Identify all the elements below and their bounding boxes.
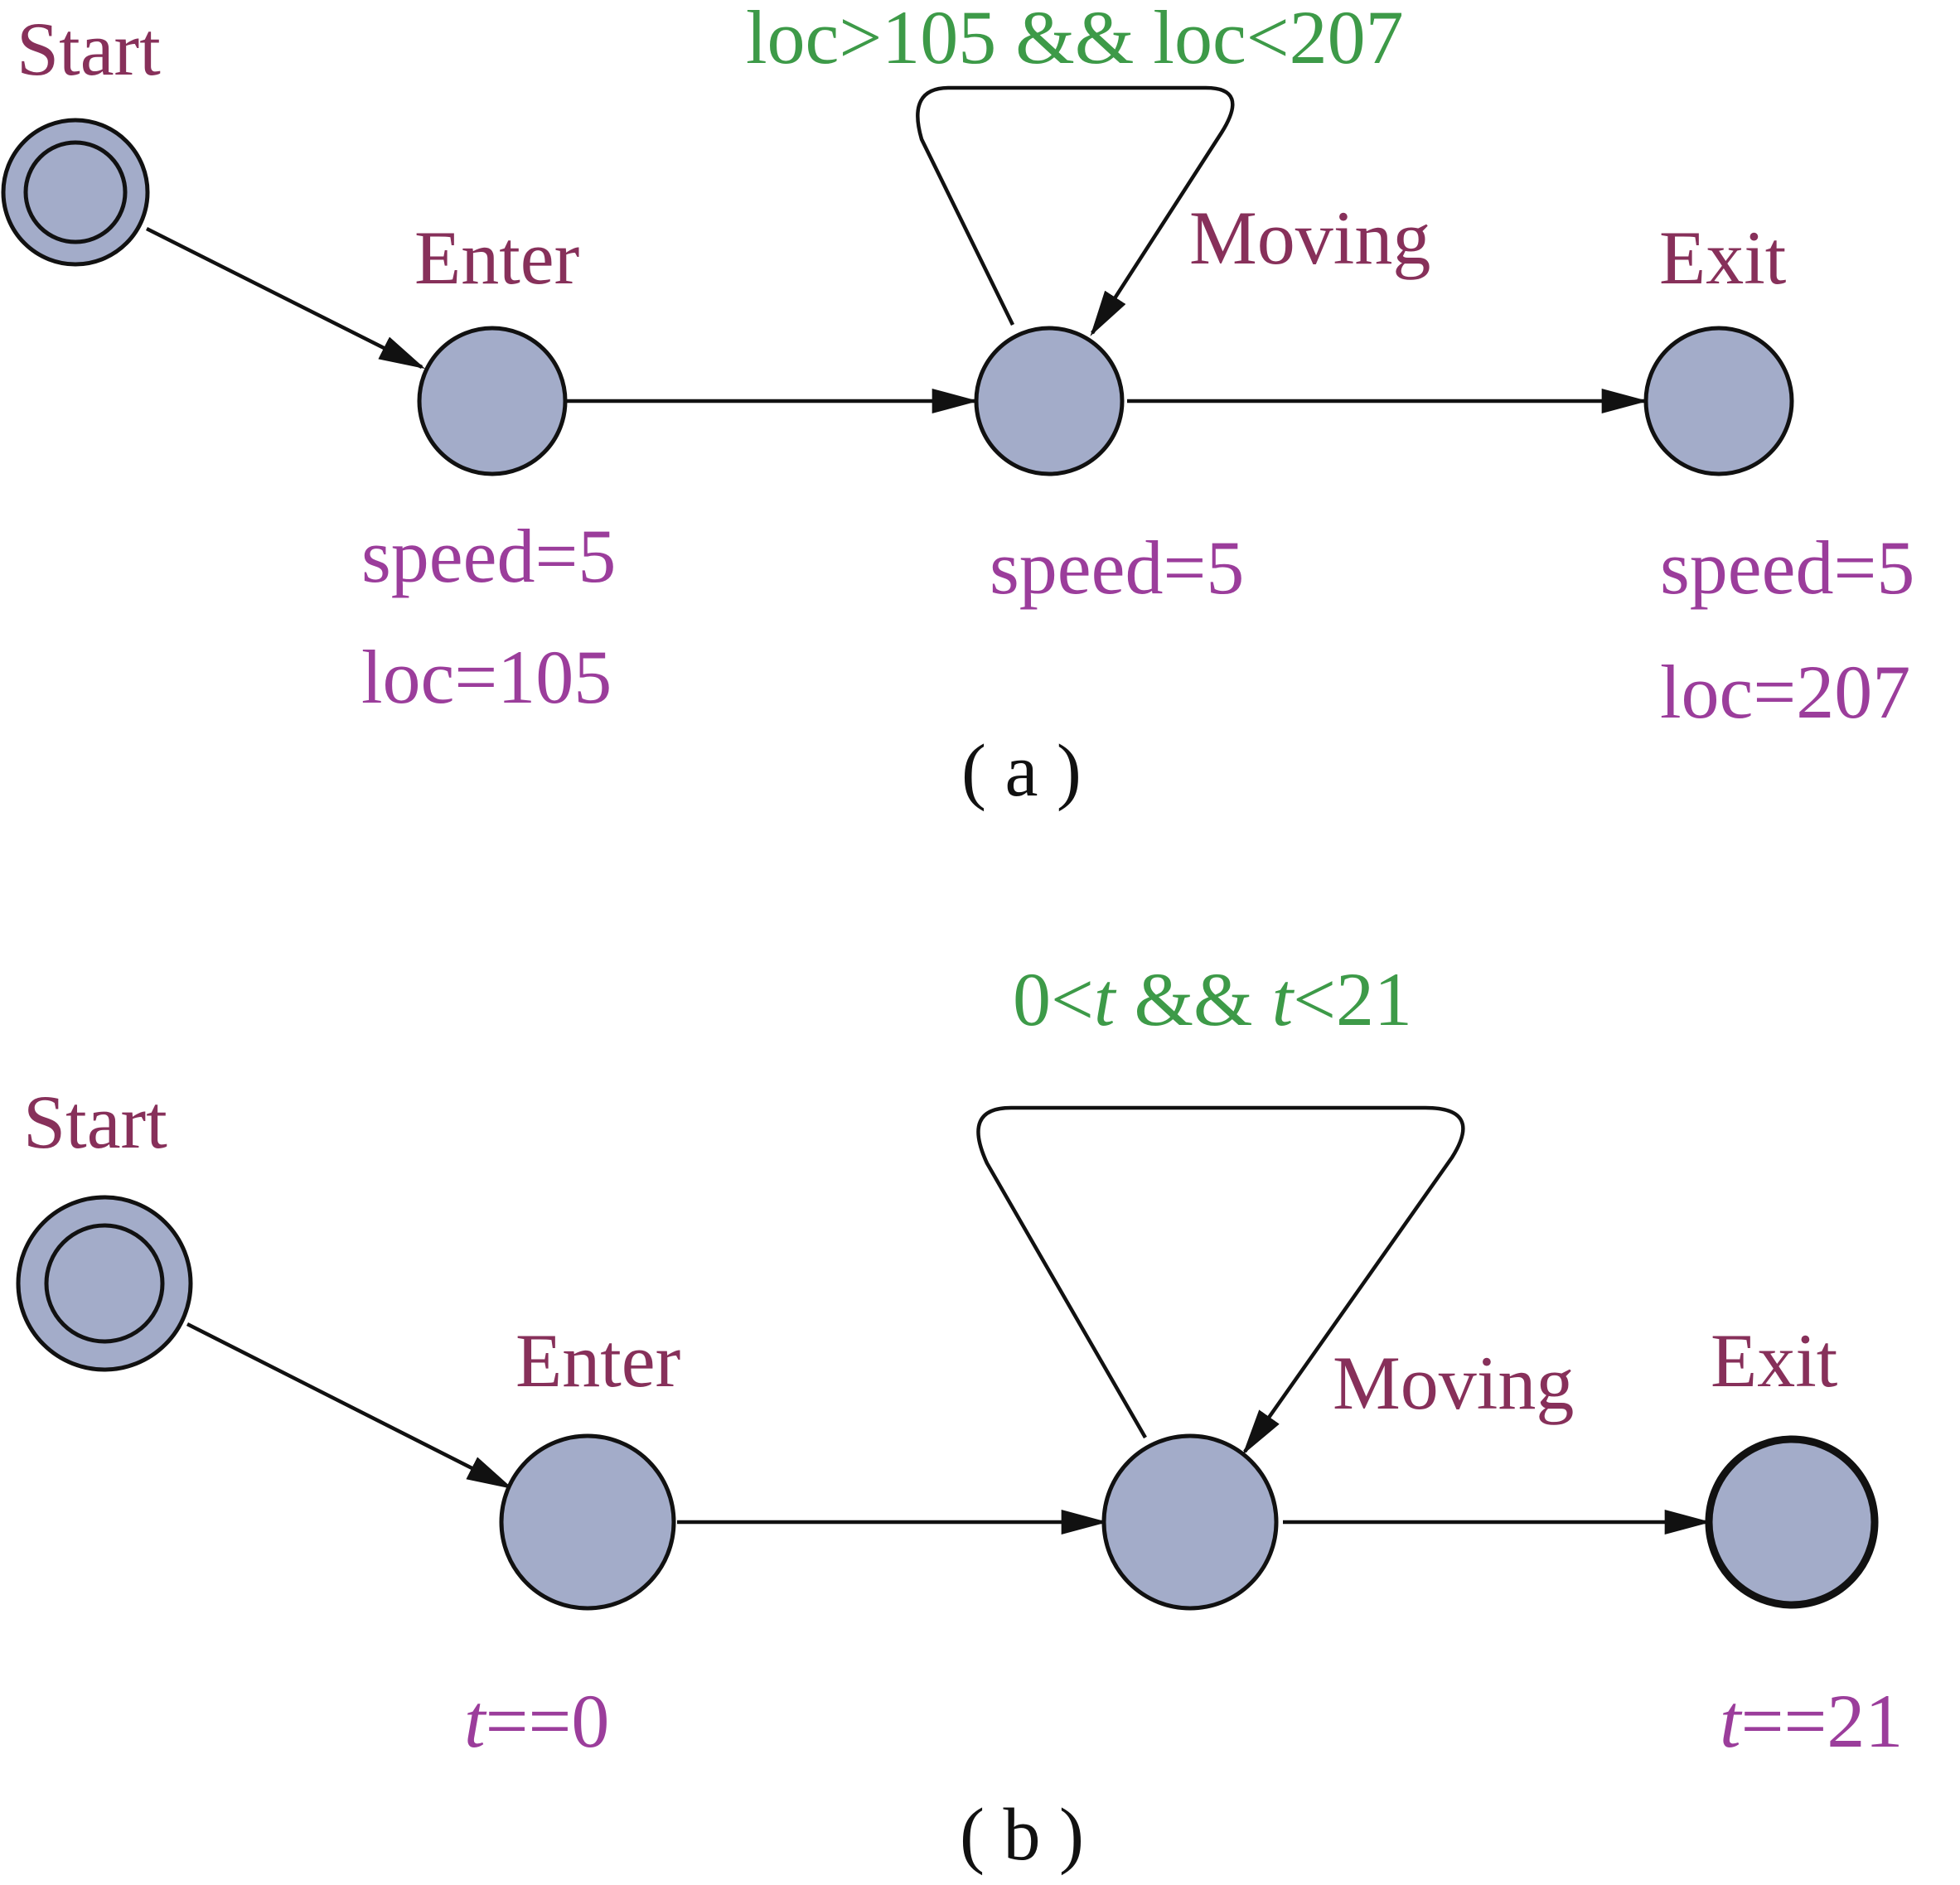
enter-invariant-loc: loc=105 — [361, 635, 612, 719]
moving-state-label: Moving — [1189, 196, 1430, 280]
exit-state — [1705, 1435, 1879, 1609]
exit-invariant-speed: speed=5 — [1660, 525, 1914, 610]
exit-invariant: t==21 — [1720, 1679, 1903, 1763]
moving-state-label: Moving — [1333, 1341, 1574, 1425]
exit-invariant-var: t — [1720, 1679, 1743, 1763]
enter-state-label: Enter — [414, 215, 579, 300]
start-state-label: Start — [17, 7, 161, 91]
enter-state-label: Enter — [515, 1318, 680, 1403]
edge-start-enter — [186, 1322, 514, 1490]
exit-invariant-rest: ==21 — [1741, 1679, 1904, 1763]
start-state-inner — [23, 140, 128, 244]
edge-start-enter — [145, 226, 426, 370]
edge-moving-self-loop — [916, 85, 1235, 336]
enter-invariant: t==0 — [464, 1679, 609, 1763]
self-loop-guard: loc>105 && loc<207 — [746, 0, 1404, 80]
moving-state — [1101, 1433, 1279, 1611]
enter-invariant-rest: ==0 — [486, 1679, 610, 1763]
guard-and: && — [1115, 957, 1271, 1042]
enter-invariant-var: t — [464, 1679, 487, 1763]
caption-a: ( a ) — [961, 730, 1082, 812]
guard-suffix: <21 — [1293, 957, 1412, 1042]
guard-var-t1: t — [1094, 957, 1117, 1042]
edge-moving-self-loop — [976, 1105, 1465, 1455]
enter-invariant-speed: speed=5 — [361, 514, 616, 598]
moving-state — [974, 326, 1125, 476]
enter-state — [499, 1433, 676, 1611]
exit-state — [1643, 326, 1794, 476]
moving-invariant-speed: speed=5 — [990, 525, 1244, 610]
panel-a: Start Enter Moving Exit loc>105 && loc<2… — [1, 0, 1914, 812]
enter-state — [417, 326, 568, 476]
panel-b: Start Enter Moving Exit 0<t && t<21 t==0… — [16, 957, 1903, 1876]
exit-invariant-loc: loc=207 — [1660, 650, 1910, 734]
start-state-label: Start — [23, 1080, 167, 1164]
exit-state-label: Exit — [1711, 1318, 1838, 1403]
guard-var-t2: t — [1272, 957, 1295, 1042]
start-state-inner — [44, 1223, 165, 1344]
exit-state-label: Exit — [1659, 215, 1787, 300]
guard-prefix: 0< — [1013, 957, 1094, 1042]
self-loop-guard: 0<t && t<21 — [1013, 957, 1412, 1042]
caption-b: ( b ) — [960, 1794, 1084, 1876]
